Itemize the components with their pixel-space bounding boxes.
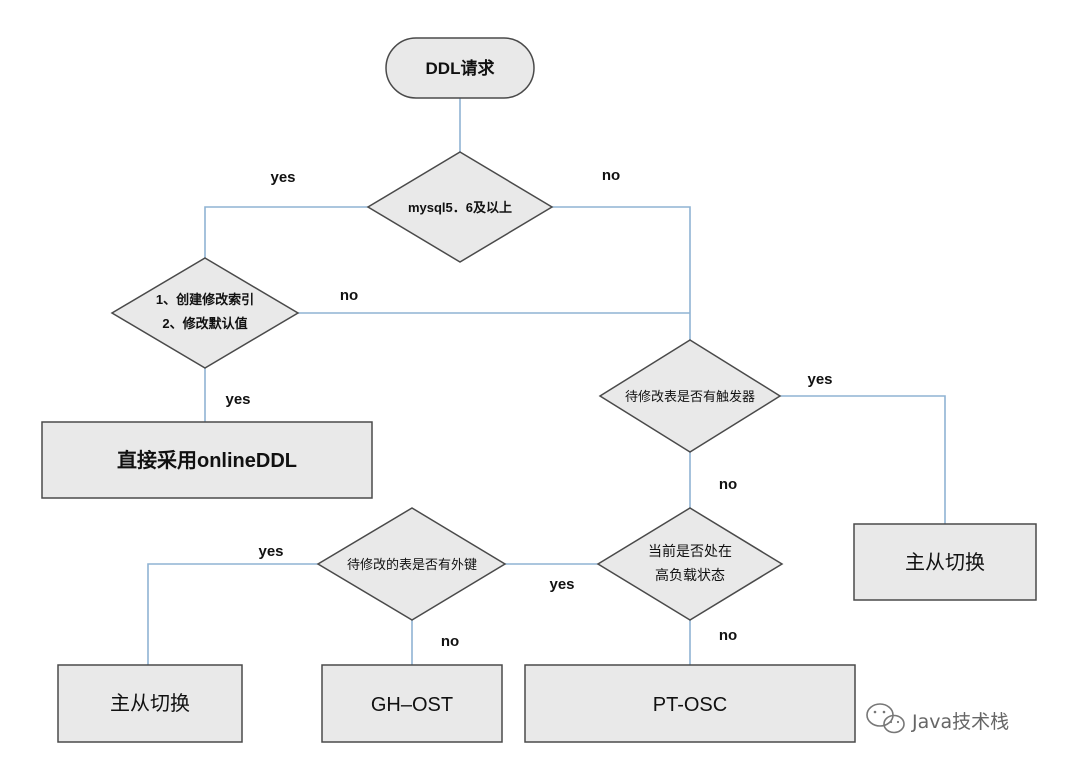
edge-label-fk-yes: yes [258,543,283,560]
edge-label-version-yes: yes [270,169,295,186]
action-pt-osc: PT-OSC [524,664,856,743]
decision-trigger-label: 待修改表是否有触发器 [625,389,755,404]
decision-ops-line1: 1、创建修改索引 [156,292,254,307]
watermark-text: Java技术栈 [911,711,1009,733]
watermark: Java技术栈 [866,703,1009,734]
edge-label-load-yes: yes [549,576,574,593]
decision-trigger: 待修改表是否有触发器 [598,339,782,453]
decision-ops: 1、创建修改索引 2、修改默认值 [110,257,300,369]
edge-label-ops-no: no [340,287,358,304]
edge-label-trigger-yes: yes [807,371,832,388]
wechat-icon [866,703,905,734]
edge-labels: yes no no yes yes no yes no yes no [225,167,832,650]
action-online-label: 直接采用onlineDDL [117,448,297,472]
action-switch-left: 主从切换 [57,664,243,743]
action-switch-left-label: 主从切换 [110,692,190,715]
edge-label-load-no: no [719,627,737,644]
connectors [147,98,946,665]
start-label: DDL请求 [426,58,495,78]
edge-label-version-no: no [602,167,620,184]
decision-ops-line2: 2、修改默认值 [162,316,247,331]
decision-foreign-key: 待修改的表是否有外键 [316,507,507,621]
decision-fk-label: 待修改的表是否有外键 [347,557,477,572]
edge-label-trigger-no: no [719,476,737,493]
action-switch-right-label: 主从切换 [905,551,985,574]
connector-version-no [552,206,691,340]
connector-version-yes [204,206,368,258]
action-ptosc-label: PT-OSC [653,694,727,716]
connector-fk-yes [147,563,318,665]
decision-load-line1: 当前是否处在 [648,543,732,559]
edge-label-ops-yes: yes [225,391,250,408]
connector-trigger-yes [780,395,946,524]
action-online-ddl: 直接采用onlineDDL [41,421,373,499]
decision-version-label: mysql5．6及以上 [408,200,512,215]
action-gh-ost: GH–OST [321,664,503,743]
decision-load-line2: 高负载状态 [655,567,725,583]
edge-label-fk-no: no [441,633,459,650]
decision-mysql-version: mysql5．6及以上 [366,151,554,263]
action-switch-right: 主从切换 [853,523,1037,601]
action-ghost-label: GH–OST [371,694,453,716]
start-node: DDL请求 [385,37,535,99]
decision-load: 当前是否处在 高负载状态 [596,507,784,621]
